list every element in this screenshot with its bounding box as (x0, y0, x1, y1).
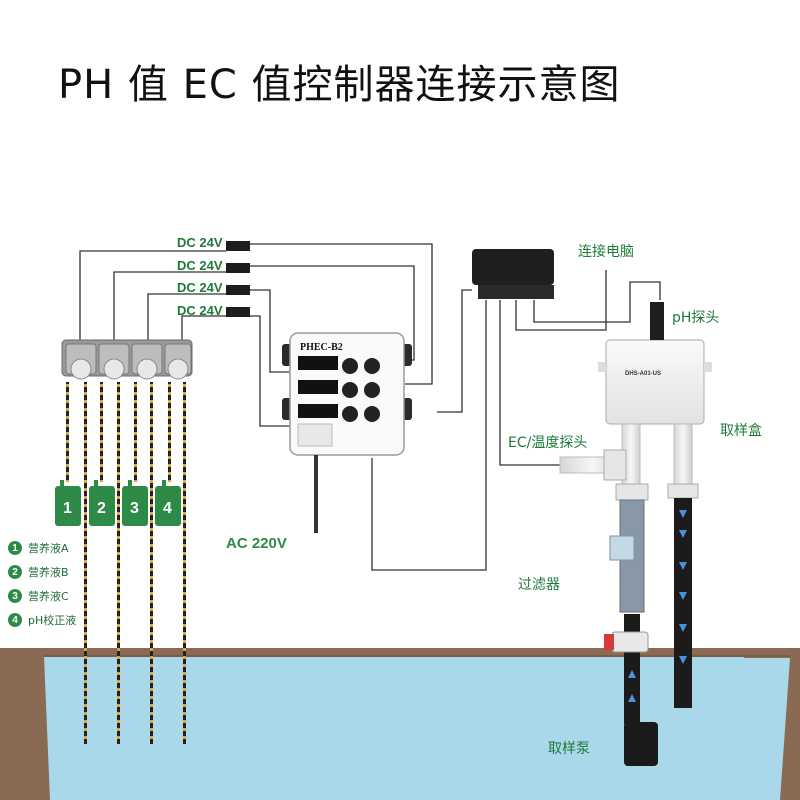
pump-2 (98, 343, 130, 380)
legend-item: 1 营养液A (8, 536, 76, 560)
filter-label: 过滤器 (518, 577, 560, 593)
intake-pipe (624, 614, 640, 724)
bottle-1 (55, 480, 81, 526)
sample-box-label: 取样盒 (720, 423, 762, 439)
peristaltic-pumps (61, 339, 193, 380)
sampling-box: DHS-A01-US (598, 302, 712, 425)
pc-adapter (472, 249, 554, 299)
valve-handle (604, 634, 614, 650)
piping (559, 423, 699, 766)
legend-item: 2 营养液B (8, 560, 76, 584)
water (44, 656, 790, 800)
filter-body (609, 535, 635, 561)
bottle-number-3: 3 (130, 500, 139, 517)
adapter-4 (226, 307, 250, 317)
bottles (55, 480, 181, 526)
knob-4 (364, 382, 380, 398)
knob-2 (364, 358, 380, 374)
connect-pc-label: 连接电脑 (578, 244, 634, 260)
power-adapters (226, 241, 250, 317)
knob-6 (364, 406, 380, 422)
power-cable (314, 455, 318, 533)
bottle-number-1: 1 (63, 500, 72, 517)
knob-1 (342, 358, 358, 374)
bottle-4 (155, 480, 181, 526)
dc-label-2: DC 24V (177, 258, 223, 273)
dosing-tubes (66, 382, 186, 744)
legend-text: 营养液A (28, 542, 69, 555)
legend-number: 4 (8, 613, 22, 627)
bottle-number-4: 4 (163, 500, 172, 517)
legend-number: 1 (8, 541, 22, 555)
pc-adapter-body (472, 249, 554, 285)
adapter-2 (226, 263, 250, 273)
legend-item: 3 营养液C (8, 584, 76, 608)
dc-label-1: DC 24V (177, 235, 223, 250)
bottle-number-2: 2 (97, 500, 106, 517)
legend-number: 3 (8, 589, 22, 603)
dc-label-3: DC 24V (177, 280, 223, 295)
adapter-3 (226, 285, 250, 295)
pump-3 (131, 343, 163, 380)
adapter-1 (226, 241, 250, 251)
display-3 (298, 404, 338, 418)
diagram-title: PH 值 EC 值控制器连接示意图 (58, 62, 621, 108)
ph-probe-cap (650, 302, 664, 340)
legend-item: 4 pH校正液 (8, 608, 76, 632)
display-1 (298, 356, 338, 370)
return-pipe (674, 498, 692, 708)
pump-4 (164, 343, 192, 380)
sample-pump-label: 取样泵 (548, 741, 590, 757)
bottle-3 (122, 480, 148, 526)
pump-1 (65, 343, 97, 380)
knob-5 (342, 406, 358, 422)
display-2 (298, 380, 338, 394)
controller-model: PHEC-B2 (300, 342, 343, 353)
dc-label-4: DC 24V (177, 303, 223, 318)
controller (282, 332, 412, 533)
knob-3 (342, 382, 358, 398)
ec-probe-label: EC/温度探头 (508, 435, 588, 451)
legend-text: 营养液C (28, 590, 69, 603)
power-wires (79, 243, 661, 571)
ac-power-label: AC 220V (226, 535, 287, 552)
legend-text: pH校正液 (28, 614, 77, 627)
legend: 1 营养液A 2 营养液B 3 营养液C 4 pH校正液 (8, 536, 76, 632)
ph-probe-label: pH探头 (672, 310, 720, 326)
tank (0, 648, 800, 800)
legend-text: 营养液B (28, 566, 69, 579)
sampling-box-body (605, 339, 705, 425)
legend-number: 2 (8, 565, 22, 579)
valve (611, 631, 649, 653)
sampling-box-model: DHS-A01-US (625, 371, 661, 377)
sample-pump-body (624, 722, 658, 766)
controller-label-panel (297, 423, 333, 447)
bottle-2 (89, 480, 115, 526)
flow-arrows (628, 510, 687, 702)
